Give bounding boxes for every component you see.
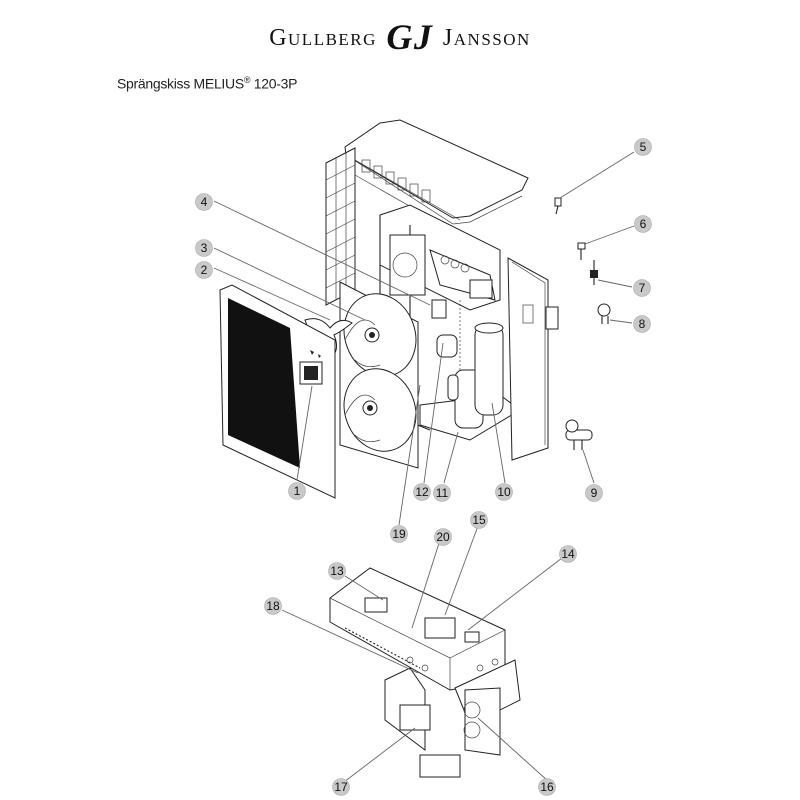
svg-text:16: 16 <box>540 780 554 794</box>
front-panel <box>219 284 336 499</box>
callout-7: 7 <box>633 279 651 297</box>
callout-10: 10 <box>495 483 513 501</box>
svg-text:20: 20 <box>436 530 450 544</box>
svg-text:11: 11 <box>436 486 449 500</box>
callout-17: 17 <box>332 778 350 796</box>
svg-text:17: 17 <box>334 780 348 794</box>
electrical-box <box>329 567 521 778</box>
title-text: Sprängskiss MELIUS <box>117 75 244 92</box>
fan-assembly <box>304 281 419 469</box>
sensor-5 <box>554 197 562 215</box>
svg-text:3: 3 <box>201 241 208 255</box>
callout-4: 4 <box>195 193 213 211</box>
svg-text:5: 5 <box>640 140 647 154</box>
valve-9 <box>565 419 593 450</box>
callout-5: 5 <box>634 138 652 156</box>
callout-11: 11 <box>433 484 451 502</box>
svg-text:14: 14 <box>561 547 575 561</box>
brand-name-left: Gullberg <box>269 25 377 51</box>
svg-text:19: 19 <box>392 527 406 541</box>
brand-monogram: GJ <box>386 17 434 57</box>
callout-14: 14 <box>559 545 577 563</box>
brand-name-right: Jansson <box>442 25 531 51</box>
svg-text:7: 7 <box>639 281 646 295</box>
side-panel <box>507 257 559 461</box>
callout-2: 2 <box>195 261 213 279</box>
svg-text:2: 2 <box>201 263 208 277</box>
callout-20: 20 <box>434 528 452 546</box>
svg-text:4: 4 <box>201 195 208 209</box>
callout-15: 15 <box>470 511 488 529</box>
callout-18: 18 <box>264 597 282 615</box>
svg-text:1: 1 <box>294 484 301 498</box>
callout-6: 6 <box>634 215 652 233</box>
callout-12: 12 <box>413 483 431 501</box>
svg-text:18: 18 <box>266 599 280 613</box>
callout-9: 9 <box>585 484 603 502</box>
callout-13: 13 <box>328 562 346 580</box>
callout-1: 1 <box>288 482 306 500</box>
top-cover <box>344 119 529 225</box>
registered-mark: ® <box>243 75 251 85</box>
svg-text:8: 8 <box>639 317 646 331</box>
svg-text:15: 15 <box>472 513 486 527</box>
svg-text:6: 6 <box>640 217 647 231</box>
sight-glass-8 <box>597 303 611 324</box>
callout-19: 19 <box>390 525 408 543</box>
svg-text:9: 9 <box>591 486 598 500</box>
svg-text:10: 10 <box>497 485 511 499</box>
diagram-title: Sprängskiss MELIUS® 120-3P <box>117 75 297 92</box>
sensor-6 <box>577 242 586 260</box>
chassis <box>379 204 521 441</box>
svg-text:13: 13 <box>330 564 344 578</box>
callout-3: 3 <box>195 239 213 257</box>
pressure-switch-7 <box>590 260 598 285</box>
leader-lines <box>213 151 635 783</box>
svg-text:12: 12 <box>415 485 429 499</box>
brand-logo: Gullberg GJ Jansson <box>0 12 800 57</box>
model-number: 120-3P <box>250 75 298 92</box>
callout-16: 16 <box>538 778 556 796</box>
callout-8: 8 <box>633 315 651 333</box>
